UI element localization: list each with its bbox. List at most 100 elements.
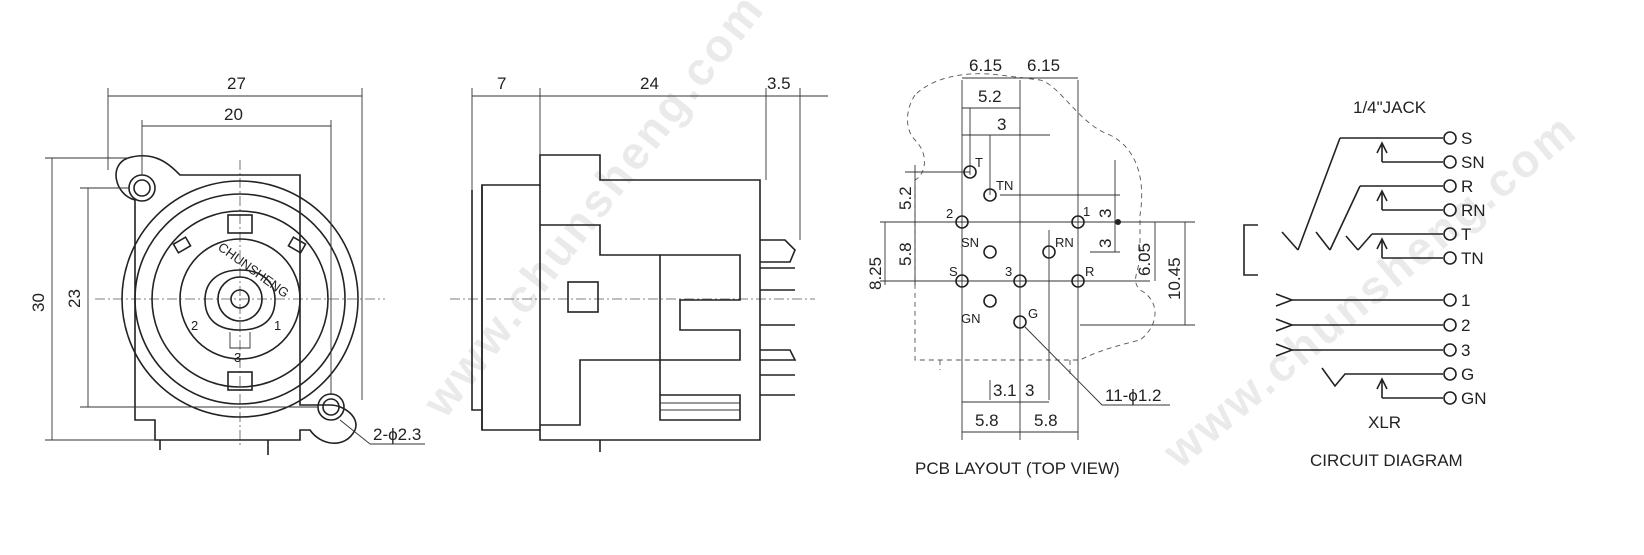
side-inner-profile (540, 224, 661, 426)
dim-holes: 11-ϕ1.2 (1105, 386, 1161, 405)
dim-3-r1: 3 (1096, 209, 1115, 218)
dim-20: 20 (224, 105, 243, 124)
pad-label-R: R (1085, 264, 1094, 279)
terminal-1 (1443, 293, 1457, 307)
side-lower-block (659, 360, 741, 421)
jack-title: 1/4"JACK (1353, 98, 1427, 117)
dim-10-45: 10.45 (1165, 257, 1184, 300)
pcb-pads (955, 165, 1121, 329)
latch-slot (227, 371, 253, 391)
terminal-RN (1443, 203, 1457, 217)
label-R: R (1461, 177, 1473, 196)
side-view: 7 24 3.5 (450, 74, 828, 452)
pad-label-SN: SN (961, 235, 979, 250)
label-1: 1 (1461, 291, 1470, 310)
pcb-caption: PCB LAYOUT (TOP VIEW) (915, 459, 1120, 478)
leader-line (339, 419, 371, 445)
pin-label-2: 2 (191, 318, 198, 333)
flange-outline (115, 155, 357, 444)
socket-ring (179, 238, 301, 360)
xlr-contact-ring (204, 269, 276, 331)
terminal-SN (1443, 155, 1457, 169)
contact-slot (172, 236, 192, 254)
side-inner-profile-2 (660, 254, 741, 361)
terminal-TN (1443, 251, 1457, 265)
label-2: 2 (1461, 316, 1470, 335)
pad-2 (955, 215, 969, 229)
pad-label-G: G (1028, 306, 1038, 321)
pad-RN (1042, 245, 1056, 259)
dim-27: 27 (227, 74, 246, 93)
contact-T (1345, 235, 1359, 251)
dim-30: 30 (29, 293, 48, 312)
side-key (567, 281, 599, 313)
body-ring (134, 193, 346, 405)
dim-3-r2: 3 (1096, 239, 1115, 248)
terminal-2 (1443, 318, 1457, 332)
watermark: www.chunsheng.com (411, 0, 774, 427)
pad-label-2: 2 (946, 206, 953, 221)
dim-5-8-v: 5.8 (896, 242, 915, 266)
wire-T (1357, 233, 1373, 251)
label-GN: GN (1461, 389, 1487, 408)
mount-hole-bottom-inner (322, 398, 340, 416)
pad-label-RN: RN (1055, 235, 1074, 250)
pad-1 (1071, 215, 1085, 229)
mount-hole-top-inner (133, 179, 151, 197)
xlr-contact-1 (1275, 293, 1295, 307)
switch-TN (1376, 237, 1388, 258)
dim-6-15-right: 6.15 (1027, 56, 1060, 75)
pcb-outline (907, 73, 1156, 361)
dim-3-b: 3 (1025, 381, 1034, 400)
dim-6-15-left: 6.15 (969, 56, 1002, 75)
dim-5-8-a: 5.8 (975, 411, 999, 430)
dim-3-h: 3 (997, 115, 1006, 134)
pad-3 (1013, 274, 1027, 288)
pad-T (963, 165, 977, 179)
pad-label-T: T (975, 155, 983, 170)
body-inner-ring (151, 210, 329, 388)
leader-line (1024, 326, 1103, 406)
pad-TN (983, 188, 997, 202)
front-view: CHUNSHENG 2 1 3 27 20 30 23 2-ϕ2.3 (29, 74, 425, 455)
pad-label-GN: GN (961, 311, 981, 326)
pcb-layout: T TN 2 1 SN RN S 3 R GN G 6.15 6.15 5.2 … (866, 56, 1195, 478)
dim-8-25: 8.25 (866, 257, 885, 290)
latch-slot (227, 214, 253, 234)
contact-R (1315, 231, 1331, 251)
label-RN: RN (1461, 201, 1486, 220)
circuit-diagram: 1/4"JACK (1243, 98, 1487, 470)
jack-socket (217, 276, 263, 322)
label-G: G (1461, 365, 1474, 384)
pin-label-3: 3 (234, 350, 241, 365)
wire-S (1297, 137, 1341, 251)
pad-label-1: 1 (1083, 204, 1090, 219)
pin-label-1: 1 (274, 318, 281, 333)
dim-23: 23 (65, 289, 84, 308)
mount-hole-top (128, 174, 156, 202)
pad-SN (983, 245, 997, 259)
contact-3 (229, 332, 251, 349)
label-TN: TN (1461, 249, 1484, 268)
terminal-T (1443, 227, 1457, 241)
terminal-3 (1443, 343, 1457, 357)
dim-3-1: 3.1 (993, 381, 1017, 400)
wire-R (1329, 185, 1361, 251)
label-S: S (1461, 129, 1472, 148)
side-pin (760, 239, 796, 263)
jack-hole (230, 289, 250, 309)
dim-5-2-v: 5.2 (896, 186, 915, 210)
pad-label-3: 3 (1005, 264, 1012, 279)
contact-S (1281, 231, 1299, 251)
wire-G (1321, 367, 1443, 388)
switch-RN (1376, 189, 1388, 210)
dim-6-05: 6.05 (1135, 243, 1154, 276)
pad-label-TN: TN (996, 178, 1013, 193)
circuit-caption: CIRCUIT DIAGRAM (1310, 451, 1463, 470)
terminal-GN (1443, 391, 1457, 405)
xlr-title: XLR (1368, 413, 1401, 432)
dim-24: 24 (640, 74, 659, 93)
label-SN: SN (1461, 153, 1485, 172)
terminal-S (1443, 131, 1457, 145)
